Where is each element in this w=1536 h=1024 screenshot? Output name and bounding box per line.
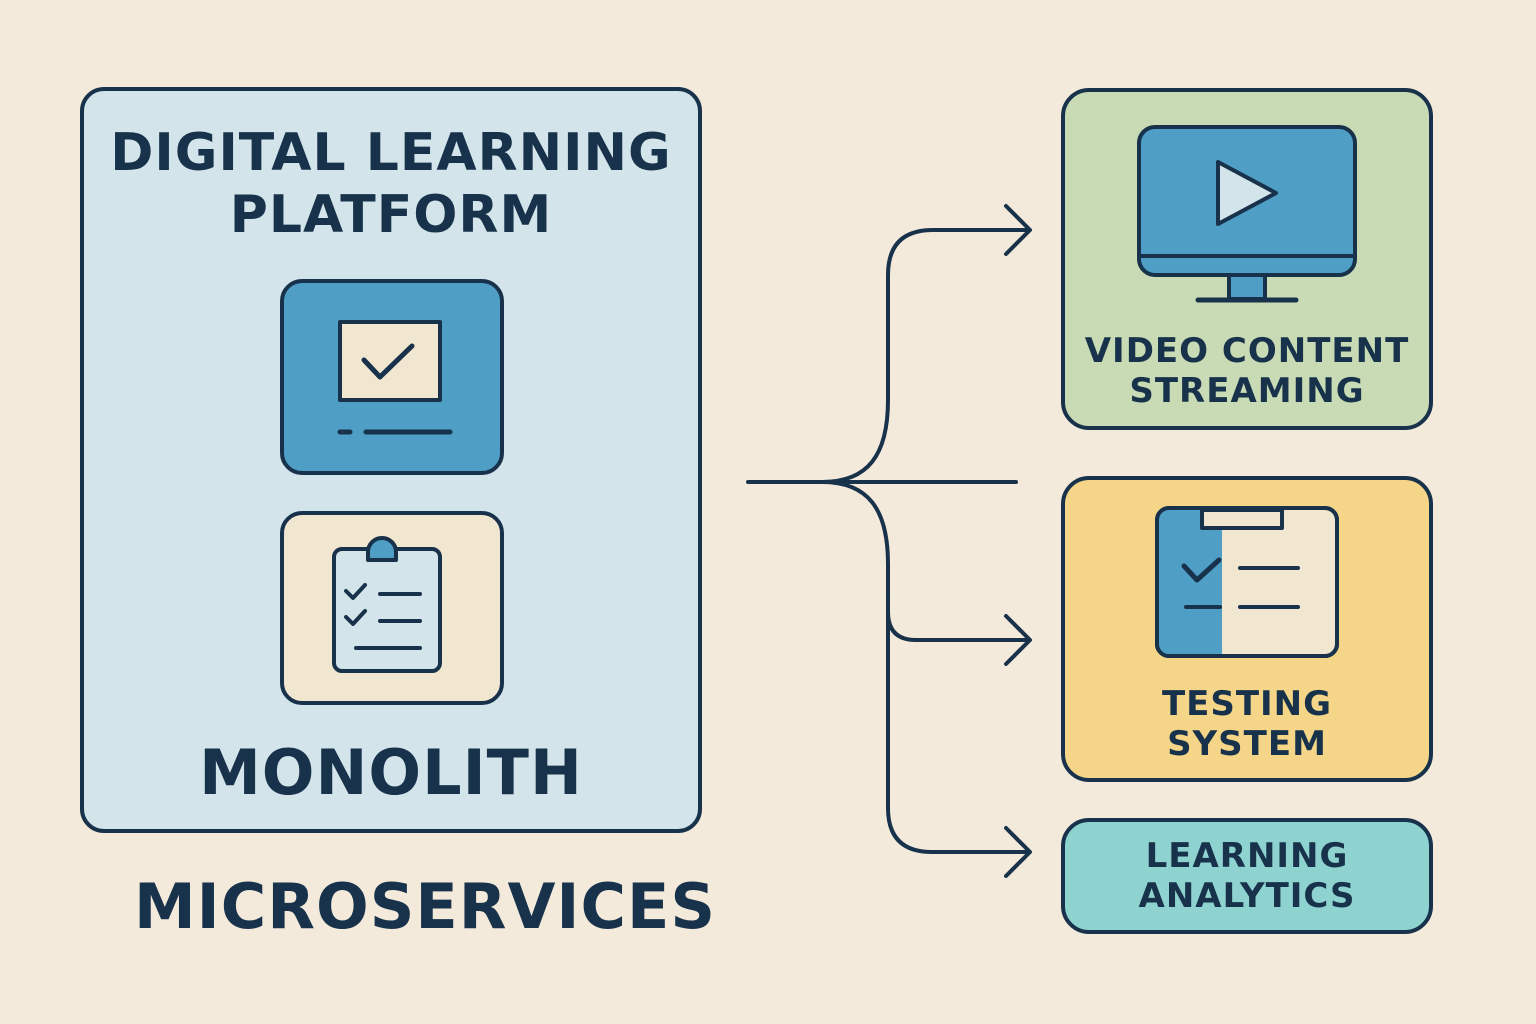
connector-to-video [820,228,1030,484]
service-testing-label: TESTING SYSTEM [1061,684,1433,764]
screen-checkmark-icon [337,320,453,435]
service-analytics-label: LEARNING ANALYTICS [1061,836,1433,916]
service-learning-analytics [1061,818,1433,934]
service-analytics-label-line2: ANALYTICS [1138,876,1356,916]
clipboard-checklist-icon [332,536,442,673]
monolith-label: MONOLITH [199,736,583,809]
monolith-title-line2: PLATFORM [229,185,553,245]
connector-to-analytics [886,598,1030,854]
connector-to-testing [820,480,1030,642]
microservices-label: MICROSERVICES [133,870,717,943]
monolith-title-line1: DIGITAL LEARNING [110,123,672,183]
monolith-title: DIGITAL LEARNING PLATFORM [80,122,702,246]
arrowhead-analytics [1004,826,1032,878]
monitor-play-icon [1137,125,1357,303]
test-form-icon [1155,506,1339,658]
connector-lines [746,204,1032,878]
service-video-label-line1: VIDEO CONTENT [1084,331,1410,371]
arrowhead-testing [1004,614,1032,666]
service-analytics-label-line1: LEARNING [1145,836,1349,876]
service-testing-label-line1: TESTING [1161,684,1333,724]
arrowhead-video [1004,204,1032,256]
service-video-label: VIDEO CONTENT STREAMING [1061,331,1433,411]
service-testing-label-line2: SYSTEM [1167,724,1327,764]
service-video-label-line2: STREAMING [1129,371,1365,411]
